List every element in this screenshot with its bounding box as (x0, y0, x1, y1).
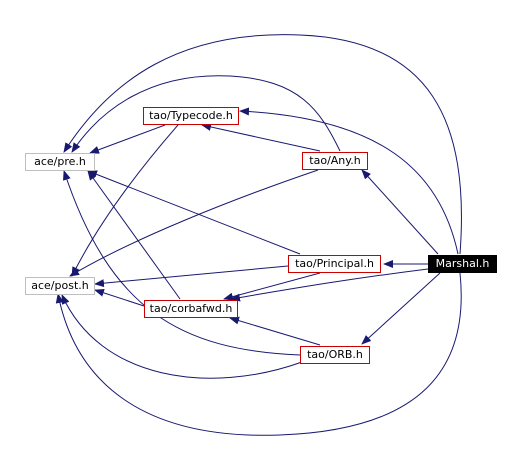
edge-corbafwd-to-pre (87, 170, 181, 300)
edge-marshal-to-typecode (239, 107, 459, 255)
node-orb[interactable]: tao/ORB.h (300, 346, 370, 364)
edge-typecode-to-post (71, 124, 179, 277)
edge-any-to-pre (71, 75, 341, 153)
edge-any-to-typecode (201, 123, 321, 152)
node-ace-pre[interactable]: ace/pre.h (25, 153, 95, 171)
edge-principal-to-post (94, 265, 289, 288)
edge-marshal-to-corbafwd (230, 268, 429, 302)
edge-orb-to-corbafwd (229, 316, 321, 346)
edge-typecode-to-pre (89, 124, 166, 154)
node-principal[interactable]: tao/Principal.h (288, 255, 381, 273)
edge-orb-to-pre (63, 170, 301, 356)
node-ace-post[interactable]: ace/post.h (25, 277, 95, 295)
node-any[interactable]: tao/Any.h (302, 152, 368, 170)
edge-principal-to-corbafwd (223, 272, 321, 301)
node-marshal[interactable]: Marshal.h (428, 255, 497, 273)
edge-principal-to-pre (87, 170, 301, 255)
edge-marshal-to-pre (63, 34, 462, 255)
edge-marshal-to-post (55, 272, 462, 436)
edge-orb-to-post (61, 294, 303, 379)
edge-marshal-to-any (361, 169, 439, 255)
edge-any-to-post (69, 169, 319, 277)
node-corbafwd[interactable]: tao/corbafwd.h (144, 300, 238, 318)
edge-marshal-to-orb (361, 272, 441, 345)
node-typecode[interactable]: tao/Typecode.h (143, 107, 239, 125)
edge-corbafwd-to-post (94, 288, 145, 307)
